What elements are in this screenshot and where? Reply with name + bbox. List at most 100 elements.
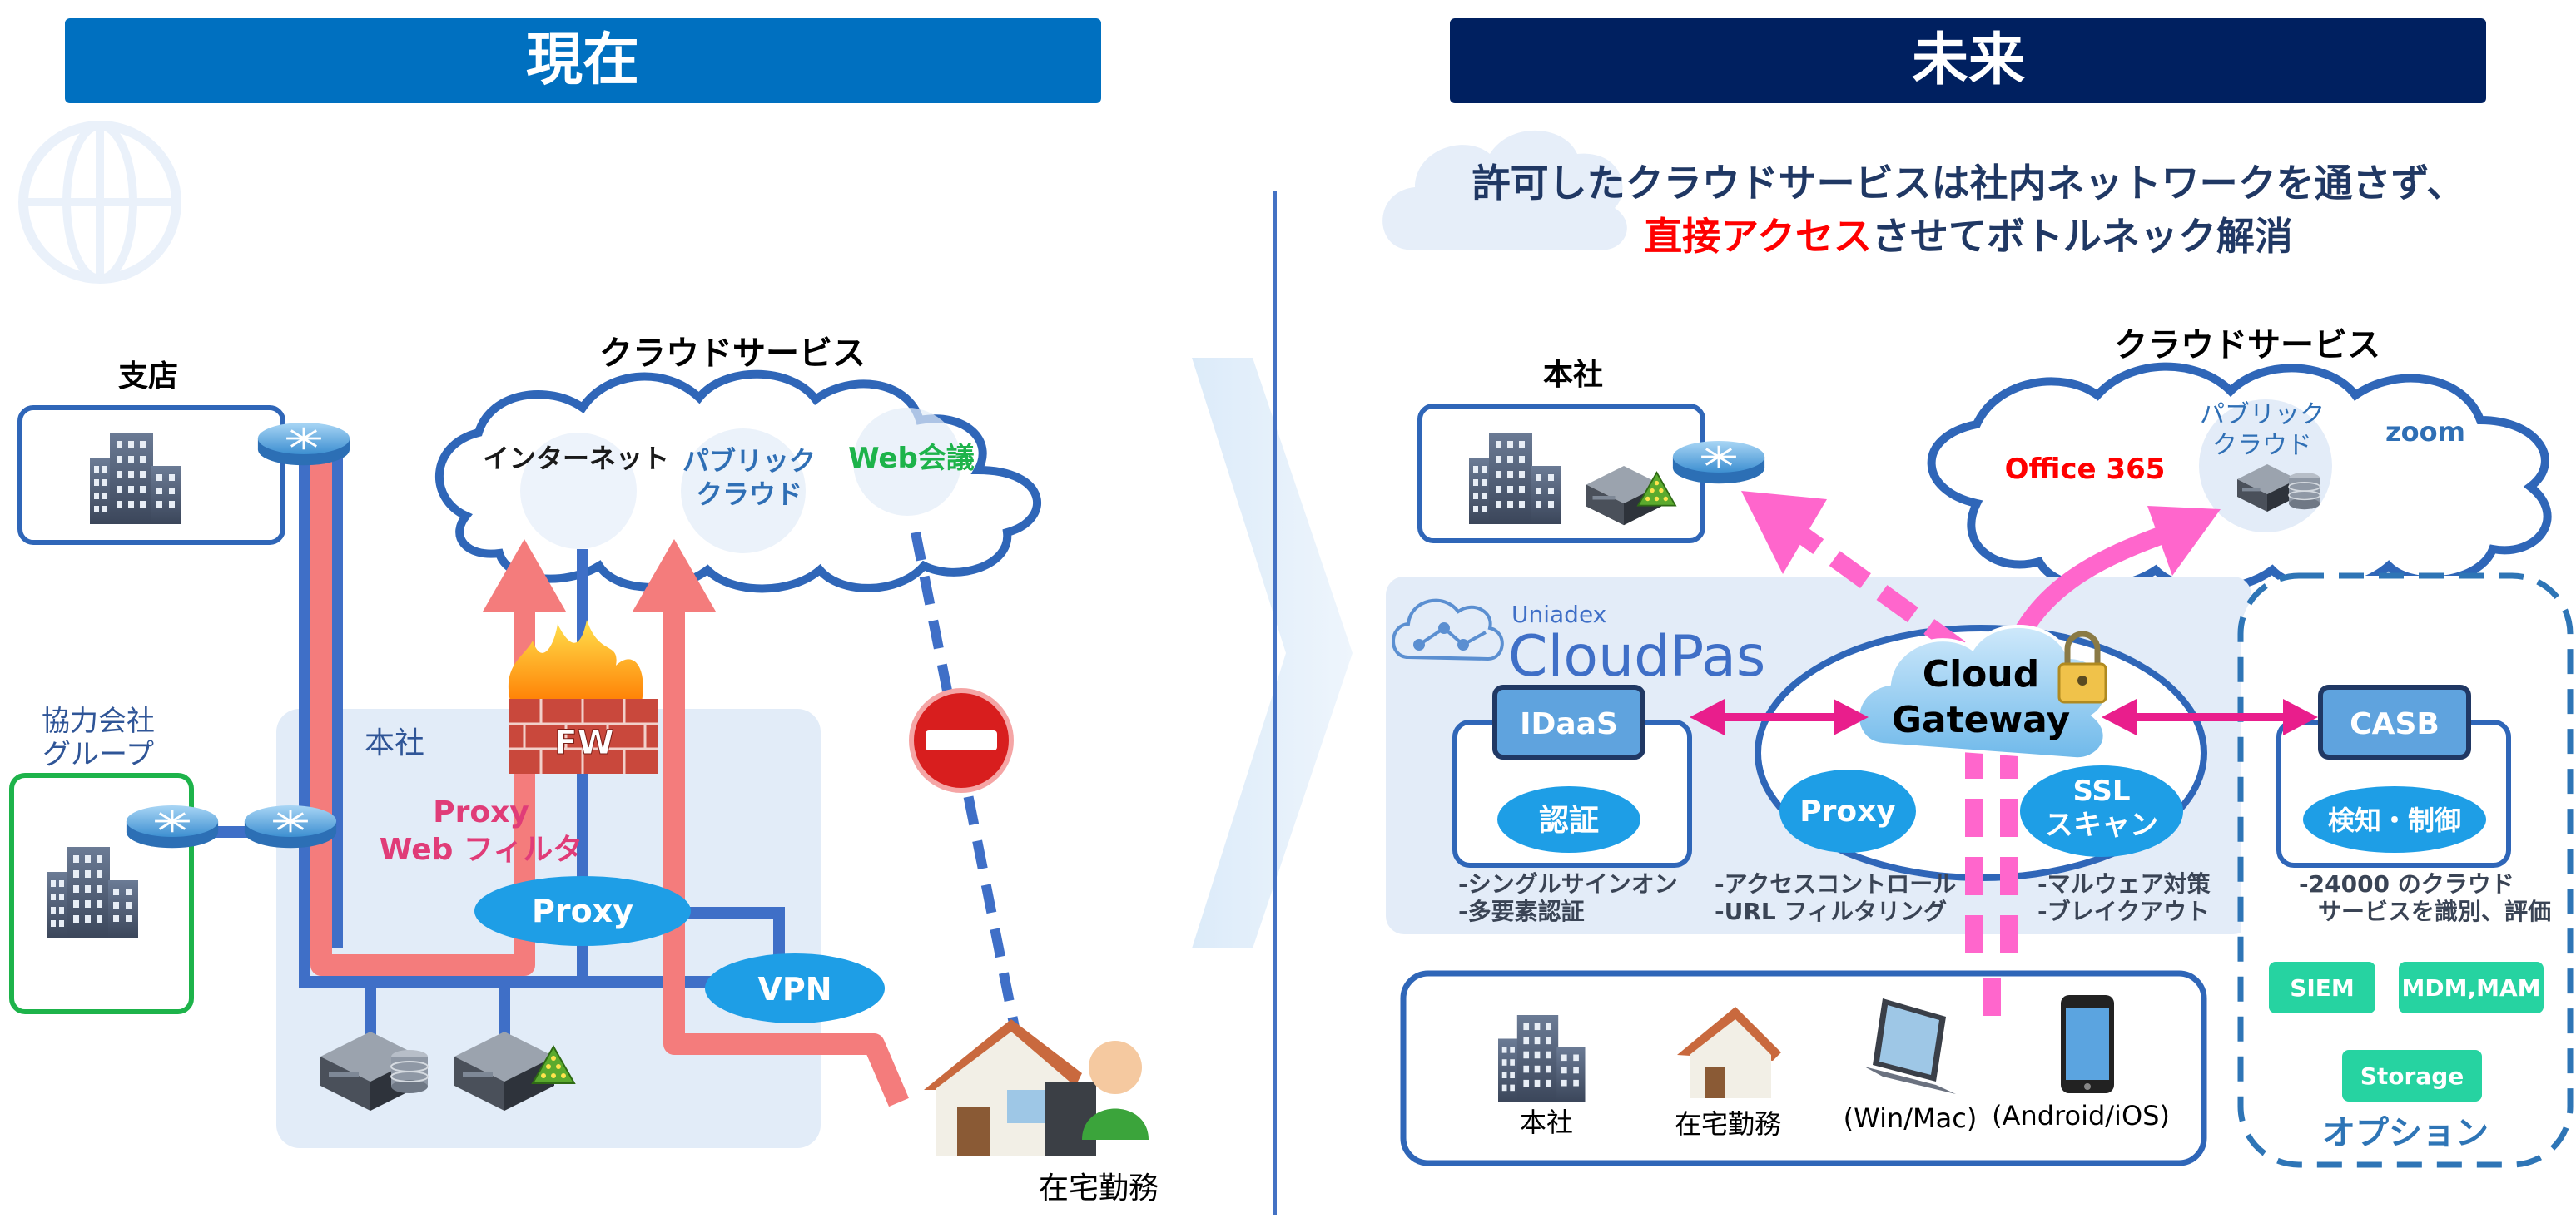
internet-label: インターネット <box>483 443 669 474</box>
globe-watermark-icon <box>18 121 181 284</box>
device-label-pc: (Win/Mac) <box>1844 1102 1978 1134</box>
pink-arrowhead-cloud <box>2147 506 2221 576</box>
double-arrow-casb <box>2102 699 2318 735</box>
right-hq-label: 本社 <box>1543 358 1603 392</box>
option-siem-label: SIEM <box>2290 974 2355 1002</box>
casb-note-1: -24000 のクラウド <box>2299 870 2514 898</box>
pink-arrowhead-hq <box>1741 491 1827 574</box>
brand-small: Uniadex <box>1511 601 1606 628</box>
proxy-web-filter-label-2: Web フィルタ <box>380 833 583 867</box>
headline-line-1: 許可したクラウドサービスは社内ネットワークを通さず、 <box>1472 161 2465 205</box>
right-header-title: 未来 <box>1912 27 2025 93</box>
lock-icon <box>2057 631 2107 704</box>
red-traffic-paths <box>310 462 909 1107</box>
device-label-hq: 本社 <box>1520 1107 1573 1138</box>
idaas-tag <box>1492 685 1645 760</box>
remote-work-label: 在宅勤務 <box>1039 1171 1159 1206</box>
partner-label-2: グループ <box>42 738 154 771</box>
proxy-web-filter-label-1: Proxy <box>433 795 529 829</box>
smartphone-icon <box>2061 995 2114 1093</box>
device-label-home: 在宅勤務 <box>1675 1108 1781 1140</box>
cloud-services-cloud <box>435 369 1041 593</box>
gateway-label-2: Gateway <box>1892 699 2070 741</box>
public-cloud-label-1: パブリック <box>682 445 816 477</box>
left-header-bar <box>65 18 1101 103</box>
headline-rest: させてボトルネック解消 <box>1872 214 2293 259</box>
partner-router-icon <box>125 804 220 849</box>
device-home-icon <box>1677 1007 1781 1098</box>
idaas-label: IDaaS <box>1520 707 1618 741</box>
branch-router-icon <box>256 421 351 467</box>
right-proxy-ellipse <box>1779 770 1916 853</box>
headline-bg-cloud <box>1382 130 1627 250</box>
proxy-ellipse-label: Proxy <box>532 893 633 929</box>
cloudpas-logo-icon <box>1392 598 1504 661</box>
branch-label: 支店 <box>118 359 178 394</box>
vpn-ellipse <box>705 953 885 1023</box>
ssl-ellipse <box>2020 765 2183 857</box>
right-public-cloud-label-1: パブリック <box>2200 400 2325 429</box>
idaas-note-2: -多要素認証 <box>1458 898 1585 925</box>
proxy-ellipse <box>474 876 691 946</box>
db-cylinder-icon <box>390 1049 429 1094</box>
pink-dashed-arrow-hq <box>1784 518 1966 656</box>
right-hq-box <box>1417 404 1705 543</box>
firewall-icon <box>508 620 658 774</box>
ssl-label-2: スキャン <box>2045 809 2158 842</box>
left-panel: 現在 本社 クラウドサービス インターネット パブリック クラウド Web会議 <box>9 18 1159 1206</box>
right-proxy-label: Proxy <box>1799 795 1896 829</box>
public-cloud-label-2: クラウド <box>696 478 802 510</box>
headline-highlight: 直接アクセス <box>1644 214 1872 259</box>
casb-note-2: サービスを識別、評価 <box>2318 898 2551 925</box>
vpn-label: VPN <box>757 971 831 1008</box>
laptop-icon <box>1864 998 1956 1094</box>
office365-label: Office 365 <box>2005 453 2166 486</box>
web-meeting-label: Web会議 <box>848 442 975 475</box>
auth-ellipse <box>1497 786 1640 853</box>
right-header-bar <box>1450 18 2486 103</box>
proxy-note-1: -アクセスコントロール <box>1715 870 1956 898</box>
casb-tag <box>2318 685 2471 760</box>
ssl-note-2: -ブレイクアウト <box>2037 898 2210 925</box>
right-hq-router-icon <box>1671 439 1766 485</box>
left-header-title: 現在 <box>526 27 639 93</box>
option-storage-box <box>2342 1050 2482 1102</box>
auth-label: 認証 <box>1539 804 1599 838</box>
option-storage-label: Storage <box>2360 1062 2464 1090</box>
ssl-note-1: -マルウェア対策 <box>2037 870 2211 898</box>
option-title: オプション <box>2322 1114 2489 1152</box>
home-worker-icon <box>924 1019 1149 1156</box>
ssl-label-1: SSL <box>2072 775 2130 808</box>
double-arrow-idaas <box>1690 699 1869 735</box>
gateway-cloud-icon <box>1856 624 2108 761</box>
proxy-note-2: -URL フィルタリング <box>1715 898 1947 925</box>
casb-label: CASB <box>2350 707 2440 741</box>
partner-label-1: 協力会社 <box>42 705 155 738</box>
option-mdm-box <box>2399 962 2544 1013</box>
zoom-label: zoom <box>2385 416 2465 448</box>
devices-box <box>1400 970 2207 1166</box>
idaas-note-1: -シングルサインオン <box>1458 870 1678 898</box>
cloud-title: クラウドサービス <box>599 334 866 373</box>
fw-label: FW <box>554 724 613 762</box>
right-cloud-title: クラウドサービス <box>2114 326 2380 364</box>
hq-router-icon <box>243 804 338 849</box>
detect-ellipse <box>2303 786 2486 853</box>
no-entry-icon <box>909 688 1014 793</box>
device-label-mobile: (Android/iOS) <box>1992 1100 2170 1131</box>
hq-label: 本社 <box>365 726 424 760</box>
red-arrowhead-1 <box>483 539 566 612</box>
public-cloud-db-icon <box>2288 472 2321 511</box>
brand-name: CloudPas <box>1508 624 1765 690</box>
detect-label: 検知・制御 <box>2328 805 2461 836</box>
red-arrowhead-2 <box>633 539 716 612</box>
option-mdm-label: MDM,MAM <box>2401 974 2540 1002</box>
dashed-connection <box>911 531 1029 1075</box>
headline-line-2: 直接アクセスさせてボトルネック解消 <box>1644 214 2293 259</box>
right-public-cloud-label-2: クラウド <box>2212 431 2312 460</box>
option-siem-box <box>2269 962 2375 1013</box>
transition-chevron <box>1192 358 1353 948</box>
right-panel: 未来 許可したクラウドサービスは社内ネットワークを通さず、 直接アクセスさせてボ… <box>1382 18 2574 1168</box>
gateway-label-1: Cloud <box>1923 653 2039 696</box>
